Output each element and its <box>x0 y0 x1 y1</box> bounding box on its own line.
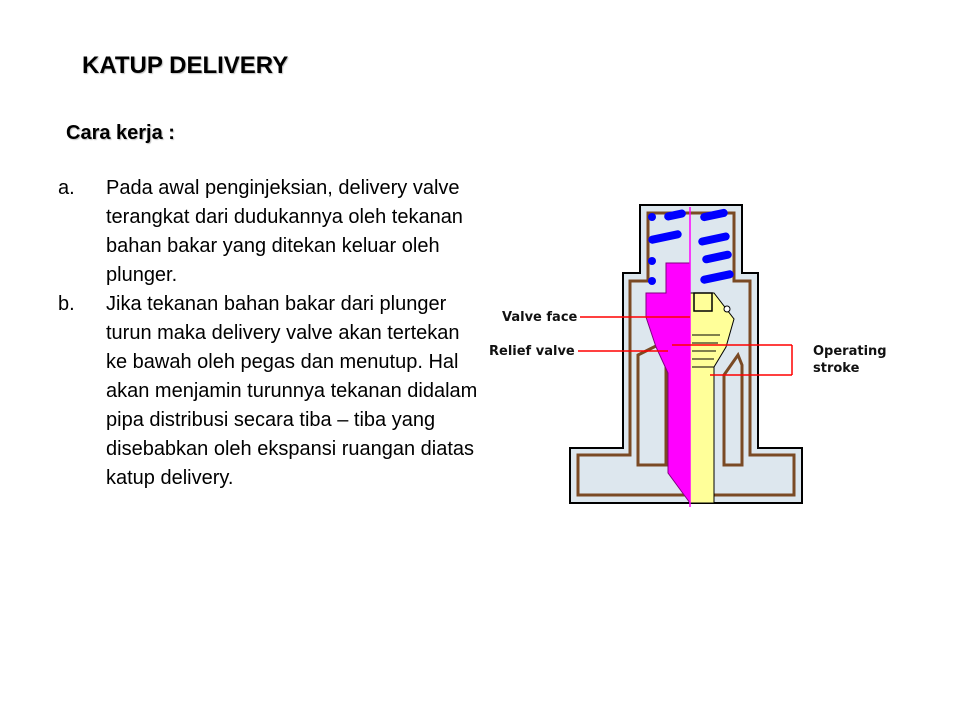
valve-window <box>693 292 713 312</box>
list-text: Jika tekanan bahan bakar dari plunger tu… <box>106 293 478 489</box>
label-stroke: stroke <box>813 361 860 376</box>
list-marker: a. <box>58 177 75 199</box>
slide-title: KATUP DELIVERY <box>82 52 289 79</box>
list-item: b. Jika tekanan bahan bakar dari plunger… <box>58 290 478 493</box>
housing-right-pocket <box>722 351 744 467</box>
spring <box>648 208 734 285</box>
slide-subtitle: Cara kerja : <box>66 122 175 144</box>
label-operating: Operating <box>813 344 887 359</box>
steps-list: a. Pada awal penginjeksian, delivery val… <box>58 174 478 493</box>
label-relief-valve: Relief valve <box>489 344 575 359</box>
list-item: a. Pada awal penginjeksian, delivery val… <box>58 174 478 290</box>
delivery-valve-diagram: Valve face Relief valve Operating stroke <box>489 204 887 507</box>
leader-lines <box>578 316 792 376</box>
list-marker: b. <box>58 293 75 315</box>
housing-inner-outline <box>576 211 796 497</box>
housing-hole-icon <box>723 305 731 313</box>
valve-grooves <box>692 334 720 368</box>
list-text: Pada awal penginjeksian, delivery valve … <box>106 177 463 286</box>
label-valve-face: Valve face <box>502 310 578 325</box>
housing-left-pocket <box>636 342 668 467</box>
